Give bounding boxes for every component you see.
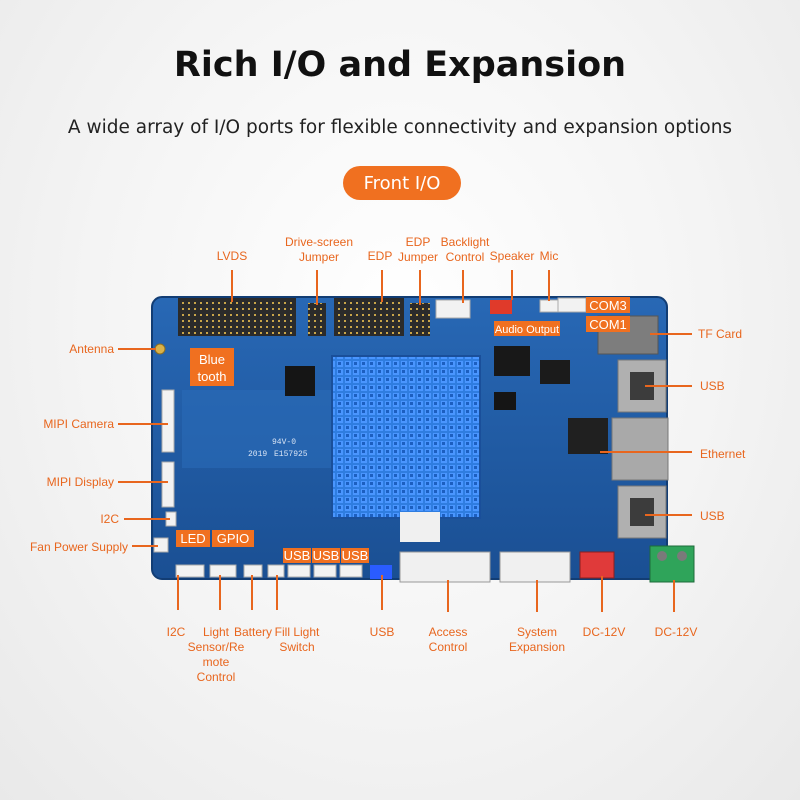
label-access-control-line1: Access [429,625,468,639]
com3-connector [557,297,587,313]
speaker-connector [490,300,512,314]
usb-tag-1-bg [283,548,311,563]
label-light-sensor-line3: mote [203,655,230,669]
label-drive-screen-line2: Jumper [299,250,339,264]
label-backlight-line2: Control [446,250,485,264]
audio-output-tag-bg [494,321,560,336]
bluetooth-tag-line1: Blue [199,352,225,367]
label-fill-light-line1: Fill Light [275,625,320,639]
label-backlight-line1: Backlight [441,235,490,249]
label-access-control-line2: Control [429,640,468,654]
label-system-expansion-line2: Expansion [509,640,565,654]
com1-tag-bg [586,316,630,332]
label-i2c-bottom: I2C [167,625,186,639]
label-light-sensor-line4: Control [197,670,236,684]
label-battery: Battery [234,625,272,639]
chip [494,392,516,410]
usb-tag-1: USB [284,548,311,563]
dc-jack-green [649,545,695,583]
dc-jack-red [579,551,615,579]
label-usb-right-bottom: USB [700,509,725,523]
com3-tag-bg [586,297,630,313]
edp-jumper-header [410,303,430,336]
label-i2c-left: I2C [100,512,119,526]
label-usb-bottom: USB [370,625,395,639]
com3-tag: COM3 [589,298,627,313]
page-title: Rich I/O and Expansion [173,45,627,85]
usb-blue-connector [370,565,392,579]
chip [540,360,570,384]
label-dc-12v-b: DC-12V [655,625,698,639]
label-drive-screen-line1: Drive-screen [285,235,353,249]
light-sensor-connector [209,564,237,578]
led-tag-bg [176,530,210,547]
led-tag: LED [180,531,205,546]
label-fan-power: Fan Power Supply [30,540,128,554]
label-light-sensor-line2: Sensor/Re [188,640,245,654]
usb-tag-2: USB [313,548,340,563]
label-mic: Mic [540,249,559,263]
chip [400,512,440,542]
bluetooth-tag-line2: tooth [198,369,227,384]
audio-output-tag: Audio Output [495,324,559,336]
label-antenna: Antenna [69,342,114,356]
section-pill-front-io: Front I/O [343,166,461,200]
i2c-bottom-connector [175,564,205,578]
silk-date: 2019 [248,450,267,459]
backlight-connector [435,299,471,319]
usb-tag-3: USB [342,548,369,563]
label-edp-jumper-line1: EDP [406,235,431,249]
silk-serial: E157925 [274,450,308,459]
gpio-tag: GPIO [217,531,250,546]
usb-bottom-header-2 [313,564,337,578]
access-control-connector [399,551,491,583]
usb-tag-3-bg [341,548,369,563]
label-mipi-camera: MIPI Camera [43,417,114,431]
drive-screen-jumper-header [308,303,326,336]
label-ethernet: Ethernet [700,447,746,461]
system-expansion-connector [499,551,571,583]
chip [285,366,315,396]
mic-connector [539,299,559,313]
usb-port-bottom-inner [630,498,654,526]
gpio-tag-bg [212,530,254,547]
label-lvds: LVDS [217,249,247,263]
mipi-camera-connector [161,389,175,453]
label-tf-card: TF Card [698,327,742,341]
label-dc-12v-a: DC-12V [583,625,626,639]
usb-bottom-header-1 [287,564,311,578]
label-edp: EDP [368,249,393,263]
label-speaker: Speaker [490,249,535,263]
heatsink [331,355,481,519]
chip [568,418,608,454]
label-fill-light-line2: Switch [279,640,314,654]
antenna-connector [154,343,166,355]
pcb-inner-area [182,390,332,468]
usb-tag-2-bg [312,548,340,563]
chip [494,346,530,376]
ethernet-port [611,417,669,481]
bluetooth-tag-bg [190,348,234,386]
silk-rating: 94V-0 [272,438,296,447]
lvds-header [178,298,296,336]
usb-bottom-header-3 [339,564,363,578]
label-light-sensor-line1: Light [203,625,230,639]
label-edp-jumper-line2: Jumper [398,250,438,264]
label-usb-right-top: USB [700,379,725,393]
edp-header [334,298,404,336]
label-mipi-display: MIPI Display [47,475,114,489]
label-system-expansion-line1: System [517,625,557,639]
mipi-display-connector [161,461,175,508]
com1-tag: COM1 [589,317,627,332]
page-subtitle: A wide array of I/O ports for flexible c… [67,117,733,138]
